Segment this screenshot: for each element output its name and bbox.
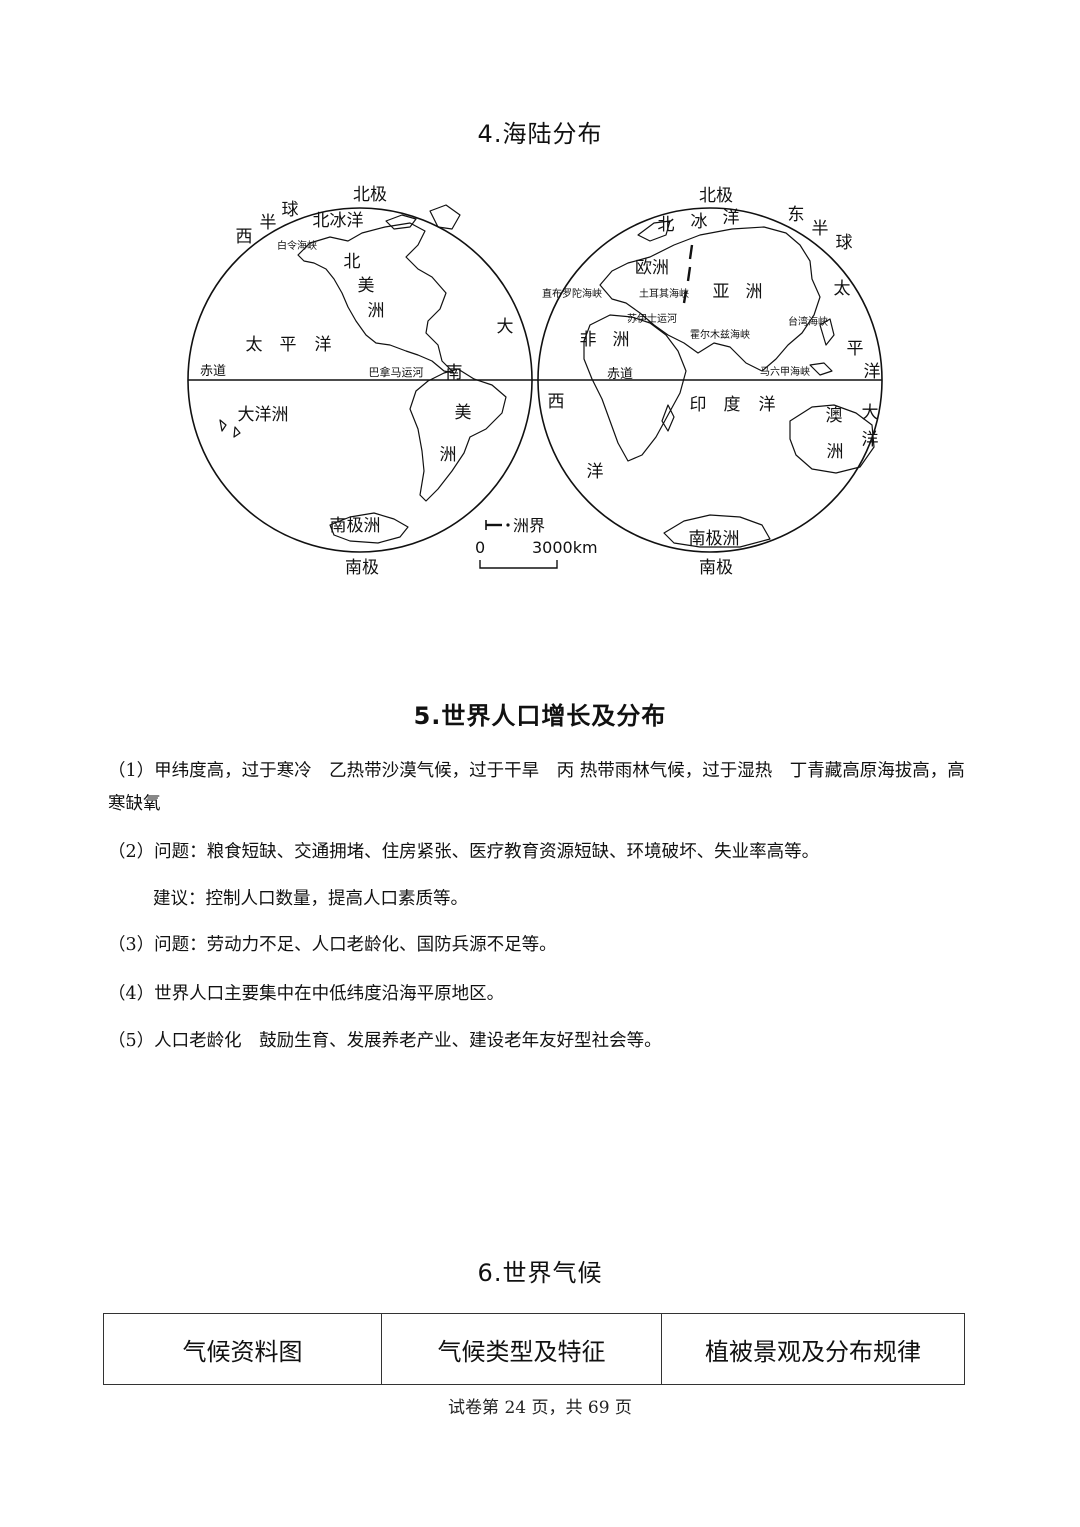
population-item-4: （4）世界人口主要集中在中低纬度沿海平原地区。 [108, 984, 505, 1004]
population-item-1: （1）甲纬度高，过于寒冷 乙热带沙漠气候，过于干旱 丙 热带雨林气候，过于湿热 … [108, 761, 965, 814]
world-hemispheres-map: 北极 西 半 球 北冰洋 白令海峡 北 美 洲 太 平 洋 大 赤道 巴拿马运河… [180, 175, 900, 595]
label-hormuz: 霍尔木兹海峡 [690, 328, 750, 341]
label-arctic-ocean-west: 北冰洋 [313, 211, 364, 231]
label-atlantic-1: 大 [497, 317, 514, 337]
label-west-hemisphere-3: 球 [282, 200, 299, 220]
label-equator-west: 赤道 [200, 364, 226, 379]
western-coastlines [219, 204, 507, 544]
climate-table-header-row: 气候资料图 气候类型及特征 植被景观及分布规律 [103, 1313, 965, 1385]
population-item-5: （5）人口老龄化 鼓励生育、发展养老产业、建设老年友好型社会等。 [108, 1031, 662, 1051]
label-east-hemisphere-3: 球 [836, 233, 853, 253]
label-asia-1: 亚 [713, 282, 730, 302]
label-indian-ocean-2: 度 [724, 395, 741, 415]
label-suez-canal: 苏伊士运河 [627, 312, 677, 325]
scale-bar [479, 560, 558, 569]
label-west-north-pole: 北极 [353, 185, 387, 205]
label-east-hemisphere-2: 半 [812, 219, 829, 239]
section-heading-population: 5.世界人口增长及分布 [413, 702, 667, 730]
population-item-2: （2）问题：粮食短缺、交通拥堵、住房紧张、医疗教育资源短缺、环境破坏、失业率高等… [108, 842, 820, 862]
population-item-2-suggestion: 建议：控制人口数量，提高人口素质等。 [153, 889, 468, 909]
label-africa-1: 非 [580, 330, 597, 350]
scale-end: 3000km [532, 538, 598, 557]
section-heading-sea-land: 4.海陆分布 [477, 120, 603, 148]
label-pacific-east-4: 大 [862, 403, 879, 423]
label-indian-ocean-1: 印 [690, 395, 707, 415]
label-west-hemisphere-2: 半 [260, 213, 277, 233]
label-antarctica-east: 南极洲 [689, 529, 740, 549]
label-north-america-2: 美 [358, 276, 375, 296]
label-bering-strait: 白令海峡 [277, 239, 317, 252]
header-vegetation: 植被景观及分布规律 [661, 1313, 965, 1385]
label-arctic-ocean-east-3: 洋 [723, 208, 740, 228]
label-north-america-3: 洲 [368, 301, 385, 321]
label-north-america-1: 北 [344, 252, 361, 272]
header-climate-chart: 气候资料图 [103, 1313, 382, 1385]
label-pacific-west-1: 太 [246, 335, 263, 355]
label-oceania: 大洋洲 [238, 405, 289, 425]
map-legend: 洲界 0 3000km [475, 516, 598, 569]
label-south-america-3: 洲 [440, 445, 457, 465]
label-south-pole-east: 南极 [699, 558, 733, 578]
header-climate-type: 气候类型及特征 [381, 1313, 662, 1385]
section-heading-climate: 6.世界气候 [477, 1259, 603, 1287]
label-south-pole-west: 南极 [345, 558, 379, 578]
page-footer: 试卷第 24 页，共 69 页 [448, 1398, 632, 1418]
continent-boundary-marks [682, 244, 694, 304]
label-east-hemisphere-1: 东 [788, 205, 805, 225]
label-pacific-west-2: 平 [280, 335, 297, 355]
label-pacific-east-1: 太 [834, 279, 851, 299]
label-malacca: 马六甲海峡 [760, 365, 810, 378]
eastern-coastlines [583, 220, 875, 548]
label-indian-ocean-3: 洋 [759, 395, 776, 415]
legend-boundary-label: 洲界 [513, 516, 545, 535]
label-asia-2: 洲 [746, 282, 763, 302]
label-gibraltar: 直布罗陀海峡 [542, 287, 602, 300]
label-australia-1: 澳 [826, 406, 843, 426]
label-south-america-2: 美 [455, 403, 472, 423]
population-item-3: （3）问题：劳动力不足、人口老龄化、国防兵源不足等。 [108, 935, 557, 955]
label-pacific-west-3: 洋 [315, 335, 332, 355]
hemispheres-svg: 北极 西 半 球 北冰洋 白令海峡 北 美 洲 太 平 洋 大 赤道 巴拿马运河… [187, 185, 883, 578]
label-pacific-east-5: 洋 [862, 430, 879, 450]
label-pacific-east-3: 洋 [864, 362, 881, 382]
label-antarctica-west: 南极洲 [330, 516, 381, 536]
label-taiwan-strait: 台湾海峡 [788, 315, 828, 328]
scale-zero: 0 [475, 538, 485, 557]
label-south-america-1: 南 [446, 363, 463, 383]
label-turkish-straits: 土耳其海峡 [639, 287, 689, 300]
label-africa-2: 洲 [613, 330, 630, 350]
label-west-hemisphere-1: 西 [236, 227, 253, 247]
climate-table: 气候资料图 气候类型及特征 植被景观及分布规律 [103, 1313, 965, 1385]
label-panama-canal: 巴拿马运河 [369, 365, 424, 379]
label-east-north-pole: 北极 [699, 186, 733, 206]
label-arctic-ocean-east-2: 冰 [691, 212, 708, 232]
label-europe: 欧洲 [635, 258, 669, 278]
label-equator-east: 赤道 [607, 367, 633, 382]
label-pacific-east-2: 平 [847, 339, 864, 359]
label-australia-2: 洲 [827, 442, 844, 462]
label-atlantic-3: 洋 [587, 462, 604, 482]
label-atlantic-2: 西 [548, 392, 565, 412]
label-arctic-ocean-east-1: 北 [658, 215, 675, 235]
